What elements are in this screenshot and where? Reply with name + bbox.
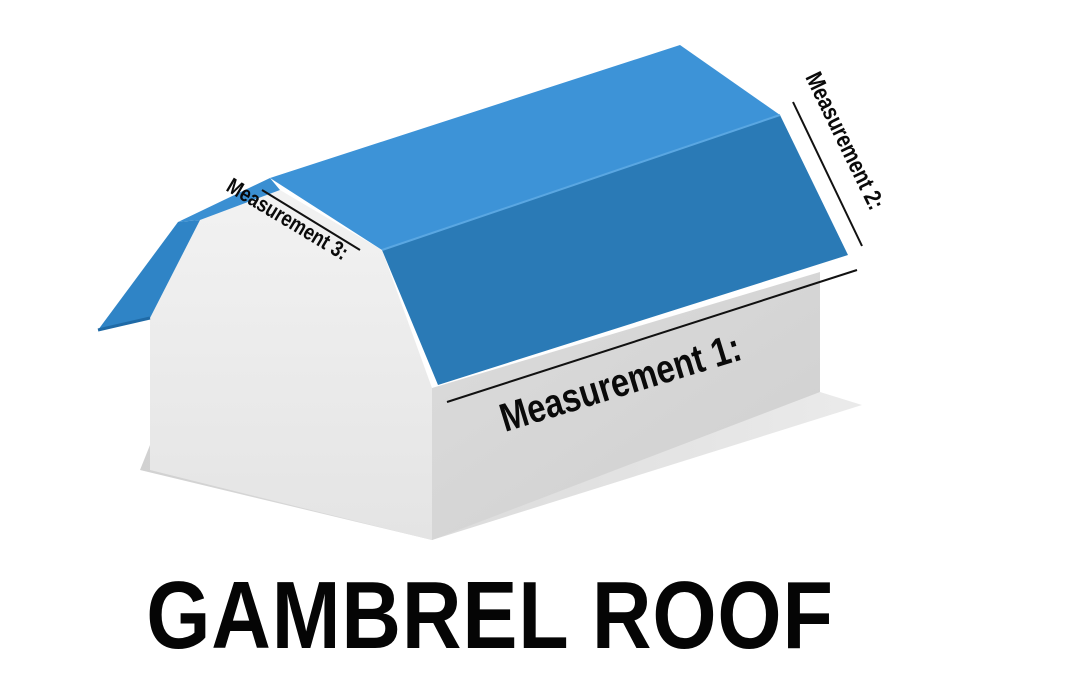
roof-lower-plane	[382, 115, 848, 385]
measurement-1-line	[446, 269, 858, 403]
diagram-title: GAMBREL ROOF	[146, 562, 834, 669]
roof-upper-plane	[270, 45, 780, 250]
gable-wall	[150, 190, 432, 540]
roof-fascia	[97, 316, 151, 332]
gable-roof-lower-left	[98, 220, 200, 330]
gable-roof-upper-left	[178, 178, 280, 222]
measurement-3-line	[261, 189, 361, 251]
roof-break-line	[381, 114, 781, 251]
measurement-2-line	[792, 101, 863, 247]
side-wall	[432, 272, 820, 540]
